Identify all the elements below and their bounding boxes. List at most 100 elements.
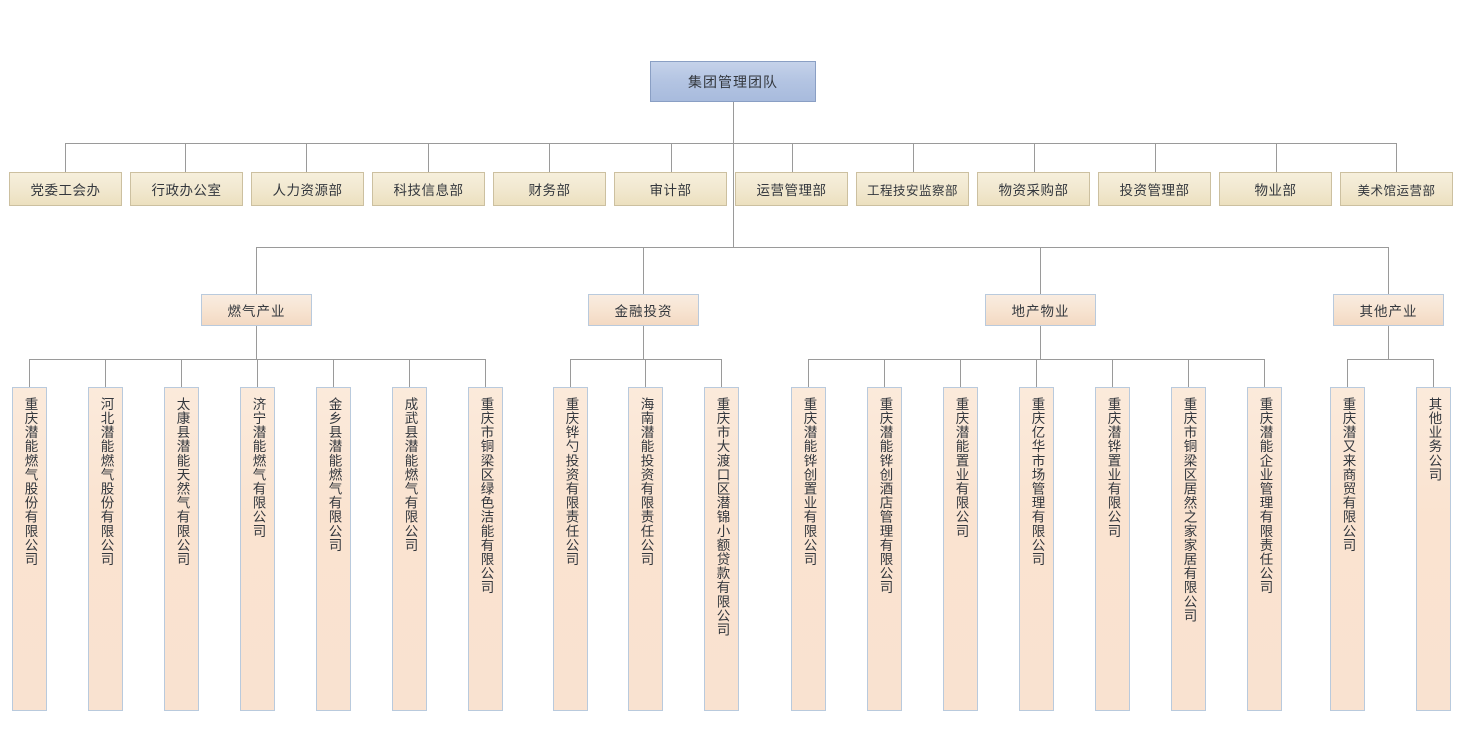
node-company-chongqing-qianneng-properties[interactable]: 重庆潜能置业有限公司: [943, 387, 978, 711]
connector-dept-drop: [428, 143, 429, 172]
node-department-art-museum-operations[interactable]: 美术馆运营部: [1340, 172, 1453, 206]
connector-leaf-drop: [105, 359, 106, 387]
connector-leaf-drop: [1433, 359, 1434, 387]
connector-department-bus: [65, 143, 1396, 144]
node-root-group-management-team[interactable]: 集团管理团队: [650, 61, 816, 102]
connector-division-stem-gas: [256, 326, 257, 359]
node-company-hebei-qianneng-gas[interactable]: 河北潜能燃气股份有限公司: [88, 387, 123, 711]
node-division-gas-industry[interactable]: 燃气产业: [201, 294, 312, 326]
node-department-property[interactable]: 物业部: [1219, 172, 1332, 206]
node-department-party-union-office[interactable]: 党委工会办: [9, 172, 122, 206]
node-label: 运营管理部: [756, 183, 827, 199]
node-label: 重庆潜能铧创置业有限公司: [800, 397, 817, 567]
node-department-material-procurement[interactable]: 物资采购部: [977, 172, 1090, 206]
node-department-operations-management[interactable]: 运营管理部: [735, 172, 848, 206]
connector-leaf-drop: [257, 359, 258, 387]
connector-leaf-drop: [29, 359, 30, 387]
connector-leaf-drop: [808, 359, 809, 387]
node-label: 重庆市大渡口区潜锦小额贷款有限公司: [713, 397, 730, 637]
node-label: 地产物业: [1011, 304, 1070, 320]
connector-division-drop: [1040, 247, 1041, 294]
node-department-technology-information[interactable]: 科技信息部: [372, 172, 485, 206]
node-label: 重庆亿华市场管理有限公司: [1028, 397, 1045, 567]
connector-dept-drop: [1034, 143, 1035, 172]
node-label: 重庆潜又来商贸有限公司: [1339, 397, 1356, 553]
node-company-chongqing-qianhua-properties[interactable]: 重庆潜铧置业有限公司: [1095, 387, 1130, 711]
node-label: 燃气产业: [227, 304, 286, 320]
node-label: 其他业务公司: [1425, 397, 1442, 482]
connector-leaf-drop: [181, 359, 182, 387]
node-label: 重庆潜铧置业有限公司: [1104, 397, 1121, 538]
node-company-hainan-qianneng-investment[interactable]: 海南潜能投资有限责任公司: [628, 387, 663, 711]
connector-leaf-drop: [645, 359, 646, 387]
node-label: 海南潜能投资有限责任公司: [637, 397, 654, 567]
node-division-financial-investment[interactable]: 金融投资: [588, 294, 699, 326]
node-company-tongliang-jurannzhijia-furniture[interactable]: 重庆市铜梁区居然之家家居有限公司: [1171, 387, 1206, 711]
connector-leaf-drop: [333, 359, 334, 387]
node-label: 人力资源部: [272, 183, 343, 199]
node-label: 金乡县潜能燃气有限公司: [325, 397, 342, 553]
node-department-administrative-office[interactable]: 行政办公室: [130, 172, 243, 206]
connector-leaf-drop: [570, 359, 571, 387]
connector-leaf-bus-financial: [570, 359, 722, 360]
node-company-dadukou-qianjin-microloan[interactable]: 重庆市大渡口区潜锦小额贷款有限公司: [704, 387, 739, 711]
connector-division-drop: [643, 247, 644, 294]
node-department-investment-management[interactable]: 投资管理部: [1098, 172, 1211, 206]
node-company-chongqing-qianyoulai-trading[interactable]: 重庆潜又来商贸有限公司: [1330, 387, 1365, 711]
node-division-other-industries[interactable]: 其他产业: [1333, 294, 1444, 326]
connector-leaf-drop: [1347, 359, 1348, 387]
connector-dept-drop: [306, 143, 307, 172]
node-department-human-resources[interactable]: 人力资源部: [251, 172, 364, 206]
connector-leaf-bus-other: [1347, 359, 1433, 360]
node-department-finance[interactable]: 财务部: [493, 172, 606, 206]
connector-leaf-drop: [409, 359, 410, 387]
connector-division-stem-other: [1388, 326, 1389, 359]
node-label: 重庆市铜梁区绿色洁能有限公司: [477, 397, 494, 595]
node-company-chongqing-huashao-investment[interactable]: 重庆铧勺投资有限责任公司: [553, 387, 588, 711]
connector-leaf-drop: [1264, 359, 1265, 387]
node-label: 重庆潜能铧创酒店管理有限公司: [876, 397, 893, 595]
connector-division-drop: [1388, 247, 1389, 294]
node-label: 河北潜能燃气股份有限公司: [97, 397, 114, 567]
node-label: 审计部: [649, 183, 692, 199]
node-company-qianneng-huachuang-properties[interactable]: 重庆潜能铧创置业有限公司: [791, 387, 826, 711]
node-label: 科技信息部: [393, 183, 464, 199]
connector-dept-drop: [1155, 143, 1156, 172]
connector-division-bus: [256, 247, 1388, 248]
node-company-qianneng-huachuang-hotel-management[interactable]: 重庆潜能铧创酒店管理有限公司: [867, 387, 902, 711]
node-company-tongliang-green-clean-energy[interactable]: 重庆市铜梁区绿色洁能有限公司: [468, 387, 503, 711]
node-label: 重庆潜能燃气股份有限公司: [21, 397, 38, 567]
connector-dept-drop: [1276, 143, 1277, 172]
connector-leaf-drop: [960, 359, 961, 387]
connector-leaf-drop: [485, 359, 486, 387]
connector-leaf-drop: [884, 359, 885, 387]
node-label: 物资采购部: [998, 183, 1069, 199]
connector-dept-drop: [185, 143, 186, 172]
node-company-chengwu-qianneng-gas[interactable]: 成武县潜能燃气有限公司: [392, 387, 427, 711]
node-label: 其他产业: [1359, 304, 1418, 320]
node-division-real-estate-property[interactable]: 地产物业: [985, 294, 1096, 326]
connector-division-stem-realestate: [1040, 326, 1041, 359]
node-label: 投资管理部: [1119, 183, 1190, 199]
node-department-audit[interactable]: 审计部: [614, 172, 727, 206]
node-company-other-business[interactable]: 其他业务公司: [1416, 387, 1451, 711]
node-company-chongqing-yihua-market-management[interactable]: 重庆亿华市场管理有限公司: [1019, 387, 1054, 711]
node-label: 行政办公室: [151, 183, 222, 199]
node-company-jinxiang-qianneng-gas[interactable]: 金乡县潜能燃气有限公司: [316, 387, 351, 711]
node-label: 美术馆运营部: [1357, 182, 1436, 198]
node-label: 党委工会办: [30, 183, 101, 199]
node-label: 成武县潜能燃气有限公司: [401, 397, 418, 553]
node-department-engineering-safety-supervision[interactable]: 工程技安监察部: [856, 172, 969, 206]
node-company-taikang-qianneng-natural-gas[interactable]: 太康县潜能天然气有限公司: [164, 387, 199, 711]
node-company-qianneng-enterprise-management[interactable]: 重庆潜能企业管理有限责任公司: [1247, 387, 1282, 711]
connector-leaf-drop: [721, 359, 722, 387]
connector-dept-drop: [1396, 143, 1397, 172]
connector-dept-drop: [913, 143, 914, 172]
node-label: 工程技安监察部: [866, 182, 958, 198]
connector-leaf-drop: [1036, 359, 1037, 387]
node-company-jining-qianneng-gas[interactable]: 济宁潜能燃气有限公司: [240, 387, 275, 711]
node-label: 重庆潜能置业有限公司: [952, 397, 969, 538]
node-company-chongqing-qianneng-gas[interactable]: 重庆潜能燃气股份有限公司: [12, 387, 47, 711]
node-label: 太康县潜能天然气有限公司: [173, 397, 190, 567]
